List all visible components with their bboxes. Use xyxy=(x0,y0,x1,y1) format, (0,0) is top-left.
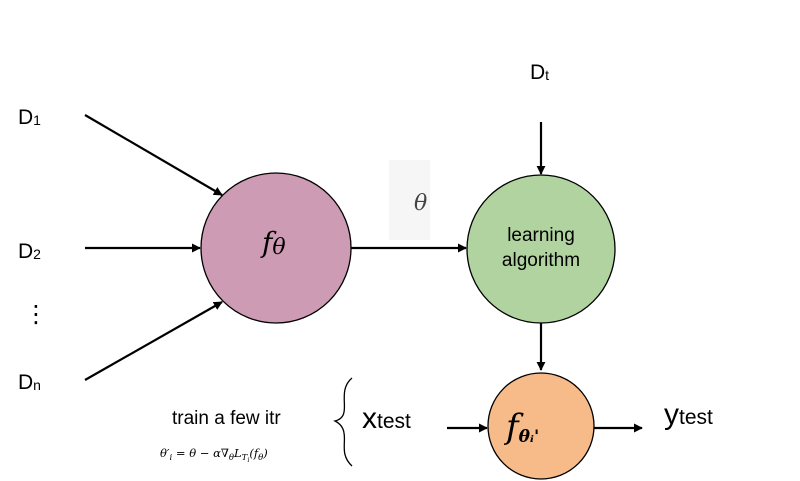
input-label-dn: Dn xyxy=(18,371,41,394)
arrow-dn-to-f-theta xyxy=(84,301,223,381)
y-test-label: ytest xyxy=(664,398,713,431)
arrow-d1-to-f-theta xyxy=(84,114,223,196)
learning-algorithm-label-line2: algorithm xyxy=(502,250,580,271)
input-label-d2: D2 xyxy=(18,240,41,263)
vertical-ellipsis: ⋮ xyxy=(24,301,48,328)
adapted-model-node xyxy=(487,372,595,480)
input-label-d1: D1 xyxy=(18,106,41,129)
train-few-iterations-label: train a few itr xyxy=(172,408,281,429)
update-rule-equation: θ′i = θ − α∇θLTi(fθ) xyxy=(160,446,268,464)
learning-algorithm-label-line1: learning xyxy=(507,225,575,246)
input-label-dt: Dt xyxy=(530,61,549,84)
f-theta-node xyxy=(200,172,352,324)
f-theta-label: fθ xyxy=(260,226,286,260)
curly-brace xyxy=(333,377,353,467)
theta-label: θ xyxy=(414,191,427,216)
theta-label-background xyxy=(389,160,430,240)
learning-algorithm-node xyxy=(466,174,616,324)
x-test-label: xtest xyxy=(362,402,411,435)
